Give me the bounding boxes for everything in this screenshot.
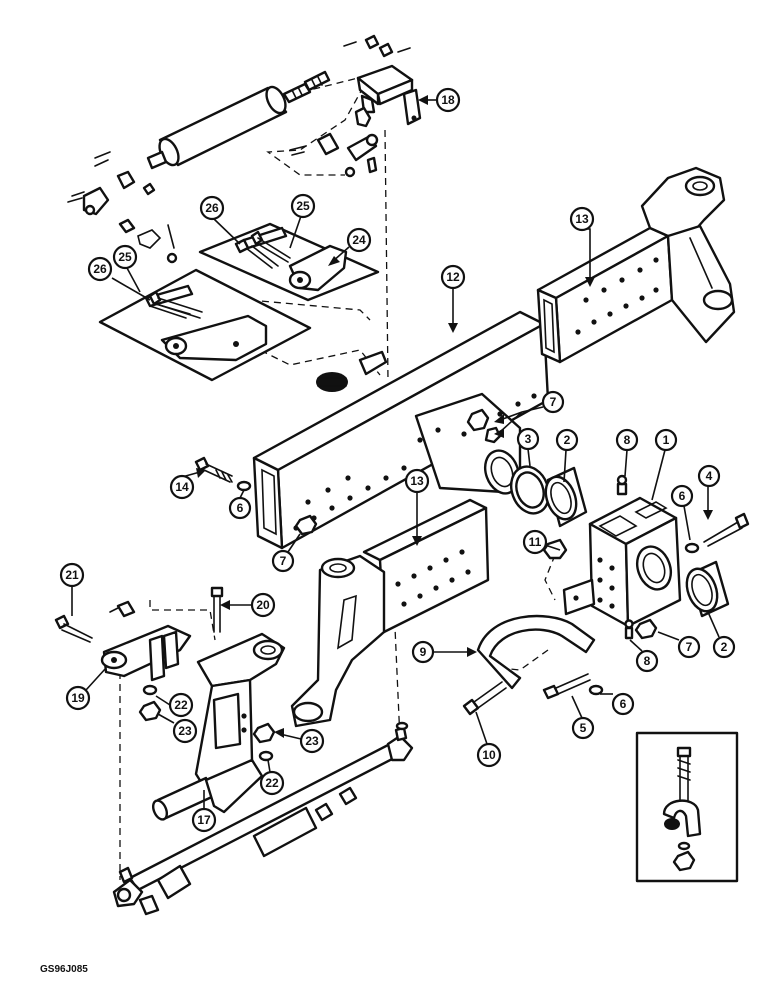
callout-1: 1 <box>654 428 678 452</box>
svg-text:5: 5 <box>580 721 587 735</box>
svg-text:2: 2 <box>721 640 728 654</box>
svg-text:11: 11 <box>529 535 542 549</box>
callout-7: 7 <box>677 635 701 659</box>
tie-rod <box>112 721 414 916</box>
callout-23: 23 <box>172 718 198 744</box>
drawing-code: GS96J085 <box>40 964 88 975</box>
callout-2: 2 <box>712 635 736 659</box>
callout-10: 10 <box>476 742 502 768</box>
callout-4: 4 <box>697 464 721 488</box>
svg-text:3: 3 <box>525 432 532 446</box>
right-axle-extension <box>536 166 736 364</box>
callout-19: 19 <box>65 685 91 711</box>
callout-9: 9 <box>411 640 435 664</box>
callout-7: 7 <box>541 390 565 414</box>
callout-6: 6 <box>228 496 252 520</box>
callout-13: 13 <box>569 206 595 232</box>
svg-text:7: 7 <box>280 554 287 568</box>
pivot-bushing-front <box>544 466 588 528</box>
callout-6: 6 <box>611 692 635 716</box>
callout-25: 25 <box>290 193 316 219</box>
svg-text:13: 13 <box>575 212 589 226</box>
steering-cylinder <box>146 70 331 170</box>
callout-22: 22 <box>168 692 194 718</box>
svg-text:23: 23 <box>178 724 192 738</box>
svg-text:12: 12 <box>446 270 460 284</box>
callout-17: 17 <box>191 807 217 833</box>
callout-13: 13 <box>404 468 430 494</box>
svg-text:24: 24 <box>352 233 366 247</box>
svg-text:6: 6 <box>237 501 244 515</box>
svg-text:25: 25 <box>296 199 310 213</box>
svg-text:26: 26 <box>205 201 219 215</box>
callout-20: 20 <box>250 592 276 618</box>
svg-text:1: 1 <box>663 433 670 447</box>
svg-text:8: 8 <box>624 433 631 447</box>
svg-text:10: 10 <box>482 748 496 762</box>
callout-26: 26 <box>87 256 113 282</box>
upper-mount-plate <box>198 222 380 302</box>
callout-23: 23 <box>299 728 325 754</box>
callout-11: 11 <box>522 529 548 555</box>
svg-text:6: 6 <box>679 489 686 503</box>
svg-text:23: 23 <box>305 734 319 748</box>
svg-text:21: 21 <box>65 568 79 582</box>
cylinder-hardware <box>67 151 178 264</box>
steering-knuckle <box>151 632 286 821</box>
callout-8: 8 <box>615 428 639 452</box>
pivot-bracket <box>562 496 682 628</box>
svg-text:17: 17 <box>197 813 211 827</box>
svg-text:7: 7 <box>550 395 557 409</box>
svg-text:20: 20 <box>256 598 270 612</box>
callout-8: 8 <box>635 649 659 673</box>
svg-text:2: 2 <box>564 433 571 447</box>
callout-12: 12 <box>440 264 466 290</box>
leader-lines <box>71 95 720 808</box>
svg-text:22: 22 <box>265 776 279 790</box>
pivot-bushing-rear <box>685 560 730 618</box>
callout-2: 2 <box>555 428 579 452</box>
left-axle-extension <box>290 498 490 728</box>
rubber-pad <box>316 350 388 392</box>
callout-24: 24 <box>346 227 372 253</box>
svg-text:4: 4 <box>706 469 713 483</box>
steering-arm <box>100 600 192 682</box>
grease-fittings <box>616 474 634 640</box>
callout-14: 14 <box>169 474 195 500</box>
svg-text:19: 19 <box>71 691 85 705</box>
axle-beam <box>252 310 550 550</box>
inset-detail <box>635 731 739 883</box>
svg-text:18: 18 <box>441 93 455 107</box>
svg-text:26: 26 <box>93 262 107 276</box>
svg-text:22: 22 <box>174 698 188 712</box>
svg-text:8: 8 <box>644 654 651 668</box>
callout-26: 26 <box>199 195 225 221</box>
thrust-washer <box>509 465 551 515</box>
cylinder-bracket <box>343 34 422 128</box>
callout-21: 21 <box>59 562 85 588</box>
callout-7: 7 <box>271 549 295 573</box>
callout-22: 22 <box>259 770 285 796</box>
svg-text:25: 25 <box>118 250 132 264</box>
bolts <box>54 230 750 716</box>
callout-25: 25 <box>112 244 138 270</box>
callout-6: 6 <box>670 484 694 508</box>
retaining-strap <box>476 614 596 690</box>
ball-joint <box>289 132 379 178</box>
svg-text:6: 6 <box>620 697 627 711</box>
callout-3: 3 <box>516 427 540 451</box>
svg-text:9: 9 <box>420 645 427 659</box>
svg-text:14: 14 <box>175 480 189 494</box>
callout-5: 5 <box>571 716 595 740</box>
callouts: 1 2 2 3 4 5 6 6 6 7 7 7 8 8 9 10 11 12 1… <box>59 87 736 833</box>
callout-18: 18 <box>435 87 461 113</box>
svg-text:13: 13 <box>410 474 424 488</box>
svg-text:7: 7 <box>686 640 693 654</box>
